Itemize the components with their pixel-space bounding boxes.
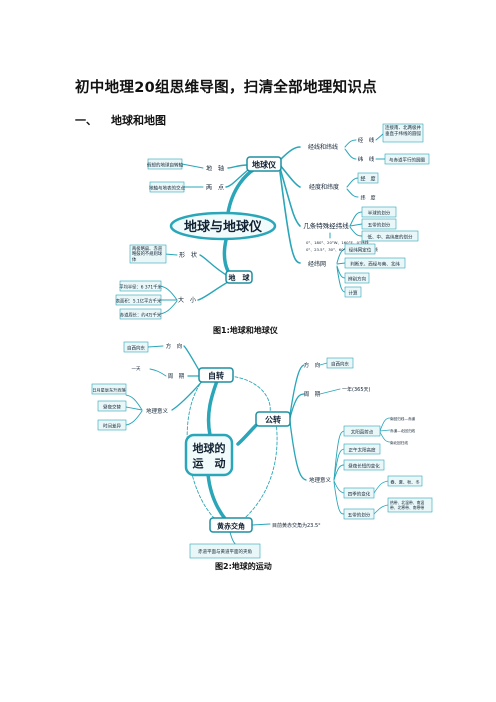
rev-period-val: 一年(365天) — [342, 386, 370, 393]
rev-dir: 方 向 — [304, 361, 321, 369]
rev-geo-a: 太阳直射点 — [351, 428, 374, 435]
node-lat-deg: 纬 度 — [360, 195, 375, 202]
poles-desc: 地轴与地表的交点 — [149, 184, 185, 191]
rev-geo-d1: 春、夏、秋、冬 — [390, 478, 419, 485]
rot-period: 周 期 — [168, 373, 185, 380]
node-grid: 经纬网 — [308, 260, 326, 268]
node-lonlat-deg: 经度和纬度 — [309, 183, 339, 191]
node-shape: 形 状 — [179, 251, 197, 259]
special-c: 低、中、高纬度的划分 — [368, 233, 413, 240]
rev-geo-e1: 热带、北温带、南温带、北寒带、南寒带 — [390, 499, 425, 510]
section-heading: 一、 地球和地图 — [75, 112, 166, 128]
shape-desc: 两极略扁、赤道略鼓的不规则球体 — [132, 246, 163, 264]
rot-dir-val: 自西向东 — [127, 344, 145, 351]
rev-geo-c: 昼夜长短的变化 — [348, 462, 380, 469]
axis-desc: 假想的地球自转轴 — [147, 161, 183, 168]
rev-geo-b: 正午太阳高度 — [349, 446, 376, 453]
rot-dir: 方 向 — [166, 342, 183, 350]
page-title: 初中地理20组思维导图，扫清全部地理知识点 — [75, 80, 377, 96]
special-a: 半球的划分 — [368, 209, 391, 216]
grid-a: 经纬网定位 — [349, 246, 372, 253]
rot-period-val: 一天 — [132, 366, 141, 372]
size-area: 表面积：5.1亿平方千米 — [116, 297, 162, 304]
lat-desc: 与赤道平行的圆圈 — [389, 156, 425, 163]
figure2-caption: 图2:地球的运动 — [215, 562, 272, 571]
node-lon-line: 经 线 — [358, 136, 375, 144]
figure1-caption: 图1:地球和地球仪 — [213, 326, 278, 335]
rot-geo-b: 时间差异 — [103, 422, 121, 429]
rev-geo-d: 四季的变化 — [348, 490, 371, 497]
rev-geo-a3: 南北回归线 — [390, 440, 408, 445]
rev-geo-e: 五带的划分 — [348, 511, 371, 518]
grid-d: 计算 — [349, 289, 358, 296]
rot-geo-c: 日月星辰东升西落 — [92, 386, 126, 393]
rot-geo-a: 昼夜交替 — [103, 403, 121, 410]
node-special: 几条特殊经纬线 — [303, 221, 349, 230]
special-b: 五带的划分 — [368, 221, 391, 228]
node-axis: 地 轴 — [206, 165, 224, 173]
node-lon-deg: 经 度 — [360, 176, 375, 183]
node-lonlat: 经线和纬线 — [308, 143, 338, 151]
special-e: 0°、23.5°、30°、60°、66.5°、90°纬线 — [306, 247, 378, 252]
size-radius: 平均半径：6 371千米 — [119, 283, 162, 290]
rot-geo: 地理意义 — [146, 407, 169, 415]
size-equator: 赤道周长：约4万千米 — [120, 311, 162, 318]
motion-center-box — [184, 433, 234, 477]
grid-c: 辨别方向 — [348, 275, 366, 282]
tilt-value: 目前黄赤交角为23.5° — [272, 522, 321, 529]
rev-period: 周 期 — [304, 391, 321, 398]
section-number: 一、 — [75, 114, 97, 127]
special-d: 0°、180°、20°W、160°E、0°纬线 — [306, 240, 369, 245]
rev-geo-a1: 南回归线—赤道 — [390, 416, 416, 421]
rev-geo: 地理意义 — [309, 476, 332, 484]
tilt-desc: 赤道平面与黄道平面的夹角 — [198, 548, 252, 555]
grid-b: 判断东、西经与南、北纬 — [350, 260, 400, 267]
rev-dir-val: 自西向东 — [331, 360, 349, 367]
lon-desc: 连接南、北两极并垂直于纬线的圆弧 — [385, 125, 421, 137]
node-poles: 两 点 — [206, 184, 224, 192]
node-lat-line: 纬 线 — [358, 155, 375, 163]
node-earth-globe: 地球仪 — [252, 160, 277, 170]
motion-center-line1: 地球的 — [193, 441, 226, 455]
center-node-label: 地球与地球仪 — [184, 219, 263, 235]
node-revolution: 公转 — [265, 415, 281, 425]
motion-center-line2: 运 动 — [193, 456, 226, 470]
section-label: 地球和地图 — [111, 114, 166, 127]
node-tilt: 黄赤交角 — [217, 522, 245, 531]
rev-geo-a2: 赤道—北回归线 — [390, 428, 416, 433]
node-size: 大 小 — [178, 296, 196, 304]
node-earth: 地 球 — [229, 273, 251, 282]
center-node-oval — [169, 211, 277, 241]
node-rotation: 自转 — [208, 371, 224, 381]
